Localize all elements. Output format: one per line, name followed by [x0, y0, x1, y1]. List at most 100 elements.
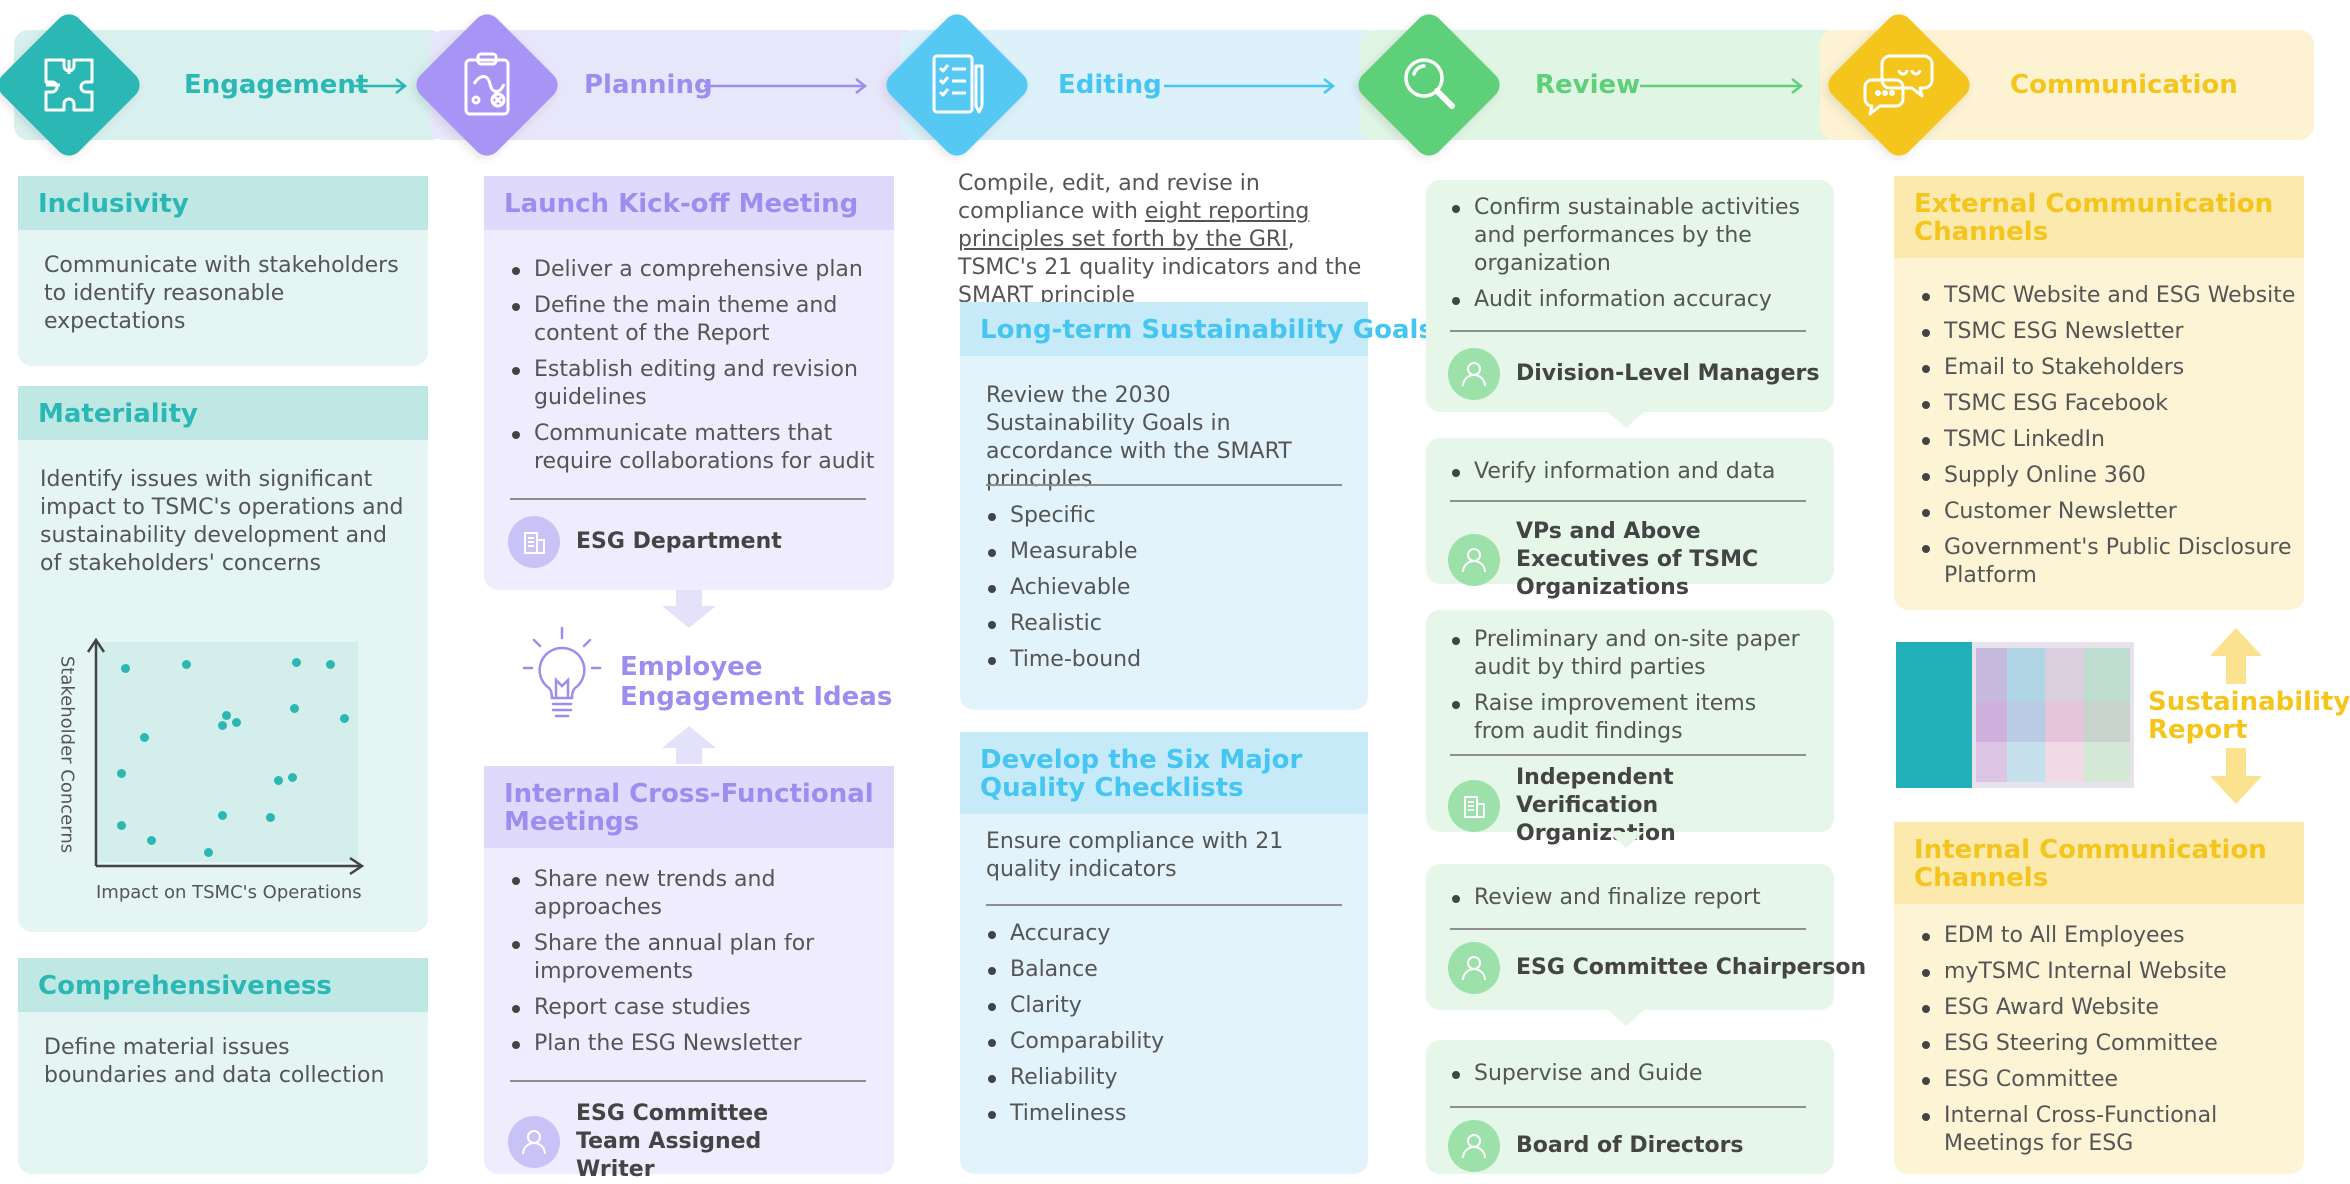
- stage-label-engagement: Engagement: [184, 70, 369, 100]
- goals-card: Long-term Sustainability Goals: [960, 302, 1434, 710]
- editing-intro-link[interactable]: eight reporting principles set forth by …: [958, 199, 1310, 252]
- checklists-item: Clarity: [984, 992, 1284, 1020]
- planning-up-arrow: [662, 726, 716, 764]
- goals-item: Realistic: [984, 610, 1284, 638]
- review-card-3-owner: Independent Verification Organization: [1448, 764, 1806, 848]
- internal-channel-item: ESG Steering Committee: [1918, 1030, 2298, 1058]
- editing-intro: Compile, edit, and revise in compliance …: [958, 170, 1378, 310]
- internal-meetings-divider: [510, 1080, 866, 1082]
- review-card-5-owner: Board of Directors: [1448, 1120, 1744, 1172]
- planning-down-arrow: [662, 590, 716, 628]
- review-item: Supervise and Guide: [1448, 1060, 1808, 1088]
- materiality-title: Materiality: [18, 386, 428, 440]
- materiality-dot: [274, 776, 283, 785]
- internal-meetings-item: Report case studies: [508, 994, 878, 1022]
- materiality-dot: [326, 660, 335, 669]
- stage-arrow-4: [1640, 78, 1804, 94]
- person-icon: [1448, 942, 1500, 994]
- review-connector-1: [1608, 412, 1644, 428]
- sustainability-report-label-2: Report: [2148, 715, 2248, 745]
- materiality-chart-axes: [86, 637, 365, 876]
- materiality-dot: [121, 664, 130, 673]
- external-channels-card: External Communication Channels: [1894, 176, 2304, 610]
- stage-label-review: Review: [1535, 70, 1641, 100]
- materiality-dot: [340, 714, 349, 723]
- review-card-2-owner-text: VPs and Above Executives of TSMC Organiz…: [1516, 519, 1759, 600]
- internal-channels-list: EDM to All Employees myTSMC Internal Web…: [1918, 922, 2298, 1166]
- document-pen-icon: [932, 54, 984, 114]
- materiality-text: Identify issues with significant impact …: [40, 467, 404, 576]
- review-card-4-divider: [1450, 928, 1806, 930]
- person-icon: [508, 1116, 560, 1168]
- internal-meetings-owner-text: ESG Committee Team Assigned Writer: [576, 1101, 769, 1182]
- review-card-4-owner-text: ESG Committee Chairperson: [1516, 955, 1867, 980]
- internal-meetings-item: Share the annual plan for improvements: [508, 930, 878, 986]
- stage-label-editing: Editing: [1058, 70, 1162, 100]
- review-card-5-divider: [1450, 1106, 1806, 1108]
- review-item: Preliminary and on-site paper audit by t…: [1448, 626, 1808, 682]
- checklists-item: Accuracy: [984, 920, 1284, 948]
- inclusivity-text: Communicate with stakeholders to identif…: [44, 253, 399, 334]
- review-card-3-divider: [1450, 754, 1806, 756]
- checklists-card: Develop the Six Major Quality Checklists: [960, 732, 1368, 1174]
- external-channel-item: TSMC Website and ESG Website: [1918, 282, 2298, 310]
- checklists-item: Comparability: [984, 1028, 1284, 1056]
- materiality-dot: [290, 704, 299, 713]
- review-card-3-owner-text: Independent Verification Organization: [1516, 765, 1676, 846]
- review-card-1-owner-text: Division-Level Managers: [1516, 361, 1820, 386]
- kickoff-owner-text: ESG Department: [576, 529, 782, 554]
- puzzle-icon: [44, 58, 94, 112]
- kickoff-item: Communicate matters that require collabo…: [508, 420, 888, 476]
- review-card-5-owner-text: Board of Directors: [1516, 1133, 1744, 1158]
- kickoff-card: Launch Kick-off Meeting: [484, 176, 894, 590]
- person-icon: [1448, 348, 1500, 400]
- checklists-item: Balance: [984, 956, 1284, 984]
- review-card-4: [1426, 864, 1834, 1010]
- goals-text: Review the 2030 Sustainability Goals in …: [986, 383, 1292, 492]
- kickoff-item: Deliver a comprehensive plan: [508, 256, 888, 284]
- review-card-2-list: Verify information and data: [1448, 458, 1808, 494]
- review-card-4-list: Review and finalize report: [1448, 884, 1808, 920]
- review-item: Audit information accuracy: [1448, 286, 1808, 314]
- review-card-1-list: Confirm sustainable activities and perfo…: [1448, 194, 1808, 322]
- review-item: Review and finalize report: [1448, 884, 1808, 912]
- review-card-1-owner: Division-Level Managers: [1448, 348, 1820, 400]
- internal-channel-item: myTSMC Internal Website: [1918, 958, 2298, 986]
- stage-arrow-2: [704, 78, 868, 94]
- external-channel-item: TSMC LinkedIn: [1918, 426, 2298, 454]
- checklists-text: Ensure compliance with 21 quality indica…: [986, 829, 1284, 882]
- materiality-chart-ylabel: Stakeholder Concerns: [56, 655, 78, 854]
- materiality-dot: [288, 773, 297, 782]
- materiality-dot: [147, 836, 156, 845]
- clipboard-icon: [464, 52, 510, 116]
- report-cover-mosaic: [1976, 648, 2130, 782]
- external-channel-item: TSMC ESG Facebook: [1918, 390, 2298, 418]
- employee-ideas-line2: Engagement Ideas: [620, 682, 893, 712]
- internal-channels-card: Internal Communication Channels: [1894, 822, 2304, 1174]
- kickoff-title: Launch Kick-off Meeting: [484, 176, 894, 230]
- goals-title: Long-term Sustainability Goals: [960, 302, 1434, 356]
- materiality-dot: [204, 848, 213, 857]
- internal-channel-item: ESG Committee: [1918, 1066, 2298, 1094]
- stage-arrow-3: [1164, 78, 1336, 94]
- comprehensiveness-title: Comprehensiveness: [18, 958, 428, 1012]
- review-item: Confirm sustainable activities and perfo…: [1448, 194, 1808, 278]
- materiality-chart-area: [96, 642, 358, 862]
- checklists-title: Develop the Six Major Quality Checklists: [960, 732, 1368, 814]
- materiality-dot: [218, 811, 227, 820]
- building-icon: [1448, 780, 1500, 832]
- review-card-5-list: Supervise and Guide: [1448, 1060, 1808, 1096]
- review-item: Verify information and data: [1448, 458, 1808, 486]
- internal-meetings-title: Internal Cross-Functional Meetings: [484, 766, 894, 848]
- kickoff-owner: ESG Department: [508, 516, 782, 568]
- materiality-dot: [218, 721, 227, 730]
- report-cover-spine: [1896, 642, 1972, 788]
- comprehensiveness-card: Comprehensiveness: [18, 958, 428, 1174]
- materiality-dot: [182, 660, 191, 669]
- sustainability-report-label-1: Sustainability: [2148, 687, 2350, 717]
- kickoff-item: Define the main theme and content of the…: [508, 292, 888, 348]
- goals-list: Specific Measurable Achievable Realistic…: [984, 502, 1284, 682]
- internal-meetings-item: Share new trends and approaches: [508, 866, 878, 922]
- checklists-list: Accuracy Balance Clarity Comparability R…: [984, 920, 1284, 1136]
- external-channel-item: Supply Online 360: [1918, 462, 2298, 490]
